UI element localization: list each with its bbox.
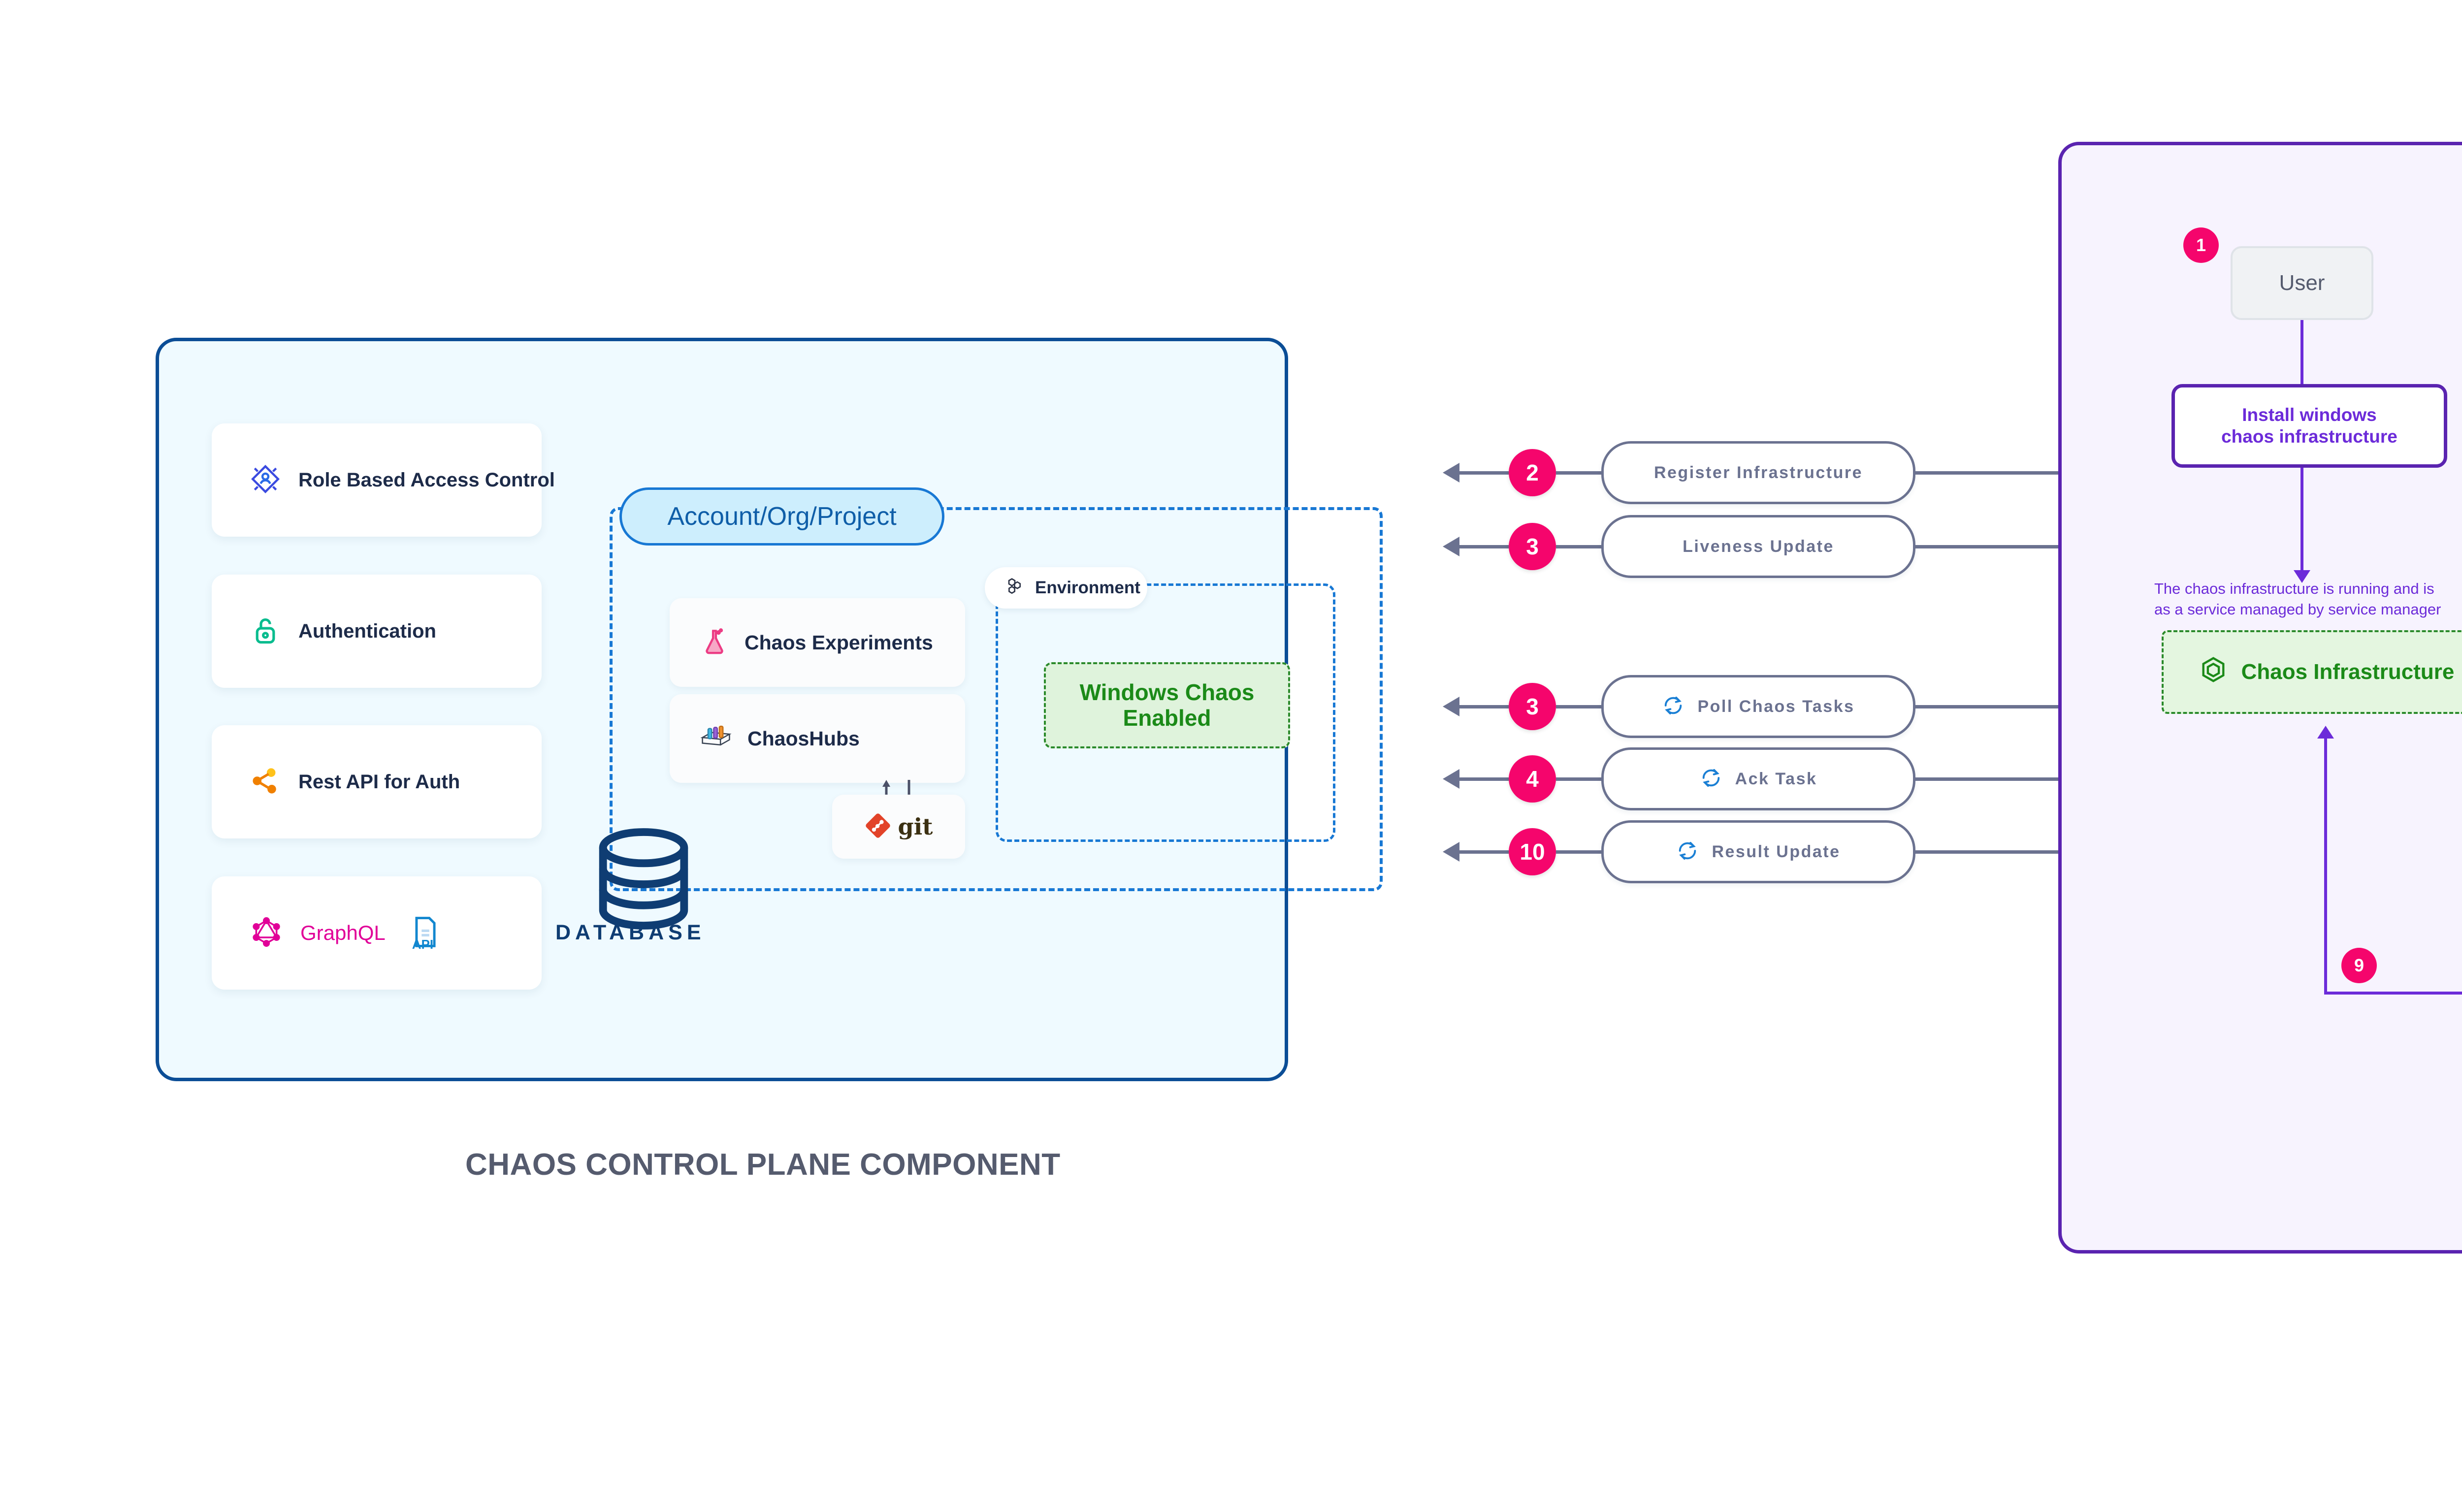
connector-line xyxy=(1556,545,1601,548)
connector-pill-poll-chaos-tasks[interactable]: Poll Chaos Tasks xyxy=(1601,675,1915,738)
connector-generate-to-loop xyxy=(2324,992,2462,995)
sync-icon xyxy=(1662,694,1685,719)
node-chaos-infrastructure[interactable]: Chaos Infrastructure xyxy=(2162,630,2462,714)
connector-line xyxy=(1915,705,2083,708)
connector-line xyxy=(1915,777,2083,781)
step-badge-9: 9 xyxy=(2341,948,2377,983)
api-document-icon: API xyxy=(410,915,441,952)
card-chaos-experiments[interactable]: Chaos Experiments xyxy=(670,598,965,687)
connector-label: Ack Task xyxy=(1735,769,1817,788)
connector-loop-up xyxy=(2324,739,2327,994)
connector-user-to-install xyxy=(2300,320,2303,384)
connector-line xyxy=(1459,850,1509,854)
account-org-project-label: Account/Org/Project xyxy=(667,502,897,531)
account-org-project-region xyxy=(610,507,1383,891)
connector-pill-ack-task[interactable]: Ack Task xyxy=(1601,747,1915,810)
control-plane-caption: CHAOS CONTROL PLANE COMPONENT xyxy=(465,1148,1061,1182)
feature-card-rest-api[interactable]: Rest API for Auth xyxy=(212,725,542,838)
feature-label: Authentication xyxy=(298,620,436,642)
database-icon xyxy=(599,828,688,930)
connector-line xyxy=(1556,471,1601,475)
windows-chaos-enabled-label: Windows Chaos Enabled xyxy=(1079,679,1255,731)
step-badge: 3 xyxy=(1509,683,1556,730)
connector-label: Liveness Update xyxy=(1683,537,1834,556)
rbac-icon xyxy=(250,464,281,497)
arrow-left-icon xyxy=(1443,842,1459,862)
connector-pill-register-infrastructure[interactable]: Register Infrastructure xyxy=(1601,441,1915,504)
feature-label: Role Based Access Control xyxy=(298,469,555,491)
flask-icon xyxy=(700,627,729,658)
card-chaoshubs[interactable]: ChaosHubs xyxy=(670,694,965,783)
environment-pill[interactable]: Environment xyxy=(985,567,1147,609)
share-nodes-icon xyxy=(250,766,281,799)
connector-line xyxy=(1459,705,1509,708)
connector-pill-result-update[interactable]: Result Update xyxy=(1601,820,1915,883)
api-label: API xyxy=(412,936,434,952)
connector-line xyxy=(1556,850,1601,854)
sync-icon xyxy=(1700,767,1722,792)
note-infra-running: The chaos infrastructure is running and … xyxy=(2154,580,2441,618)
node-label: Install windows chaos infrastructure xyxy=(2221,404,2397,447)
node-user[interactable]: User xyxy=(2231,246,2373,320)
step-badge: 2 xyxy=(1509,449,1556,496)
connector-label: Poll Chaos Tasks xyxy=(1697,697,1855,716)
connector-row-result-update: 10 Result Update xyxy=(1443,820,2083,883)
connector-install-down xyxy=(2300,468,2303,574)
connector-line xyxy=(1915,545,2083,548)
arrow-left-icon xyxy=(1443,463,1459,483)
feature-card-authentication[interactable]: Authentication xyxy=(212,575,542,688)
feature-card-rbac[interactable]: Role Based Access Control xyxy=(212,423,555,537)
card-git[interactable]: git xyxy=(832,795,965,859)
connector-row-liveness-update: 3 Liveness Update xyxy=(1443,515,2083,578)
environment-label: Environment xyxy=(1035,578,1140,597)
step-badge: 4 xyxy=(1509,755,1556,803)
hexagon-cluster-icon xyxy=(1004,576,1024,600)
connector-pill-liveness-update[interactable]: Liveness Update xyxy=(1601,515,1915,578)
arrow-left-icon xyxy=(1443,697,1459,716)
card-label: Chaos Experiments xyxy=(745,631,933,654)
node-label: User xyxy=(2279,271,2325,295)
arrow-up-icon xyxy=(2317,726,2334,739)
connector-row-ack-task: 4 Ack Task xyxy=(1443,747,2083,810)
arrow-left-icon xyxy=(1443,769,1459,789)
connector-line xyxy=(1915,850,2083,854)
node-install-windows-chaos-infrastructure[interactable]: Install windows chaos infrastructure xyxy=(2171,384,2447,468)
database-label: DATABASE xyxy=(555,921,706,944)
step-badge: 10 xyxy=(1509,828,1556,875)
feature-label: Rest API for Auth xyxy=(298,771,460,793)
connector-line xyxy=(1556,777,1601,781)
environment-region xyxy=(996,583,1335,842)
feature-card-graphql[interactable]: GraphQL API xyxy=(212,876,542,990)
test-tube-rack-icon xyxy=(700,723,732,754)
connector-line xyxy=(1459,545,1509,548)
connector-label: Result Update xyxy=(1712,842,1841,861)
arrow-left-icon xyxy=(1443,537,1459,556)
arrow-down-icon xyxy=(2294,570,2310,583)
graphql-icon xyxy=(250,916,283,951)
unlock-icon xyxy=(250,615,281,648)
git-icon xyxy=(865,812,891,841)
connector-line xyxy=(1459,471,1509,475)
connector-line xyxy=(1556,705,1601,708)
connector-label: Register Infrastructure xyxy=(1653,463,1863,482)
hexagon-icon xyxy=(2199,655,2228,689)
connector-line xyxy=(1915,471,2083,475)
connector-line xyxy=(1459,777,1509,781)
step-badge: 3 xyxy=(1509,523,1556,570)
node-label: Chaos Infrastructure xyxy=(2241,660,2455,684)
sync-icon xyxy=(1676,839,1699,865)
connector-row-poll-chaos-tasks: 3 Poll Chaos Tasks xyxy=(1443,675,2083,738)
step-badge-1: 1 xyxy=(2183,227,2219,263)
connector-row-register-infrastructure: 2 Register Infrastructure xyxy=(1443,441,2083,504)
git-label: git xyxy=(898,813,933,840)
account-org-project-pill[interactable]: Account/Org/Project xyxy=(619,487,944,546)
card-label: ChaosHubs xyxy=(747,727,860,750)
graphql-label: GraphQL xyxy=(300,921,386,944)
windows-chaos-enabled-badge: Windows Chaos Enabled xyxy=(1044,662,1290,748)
